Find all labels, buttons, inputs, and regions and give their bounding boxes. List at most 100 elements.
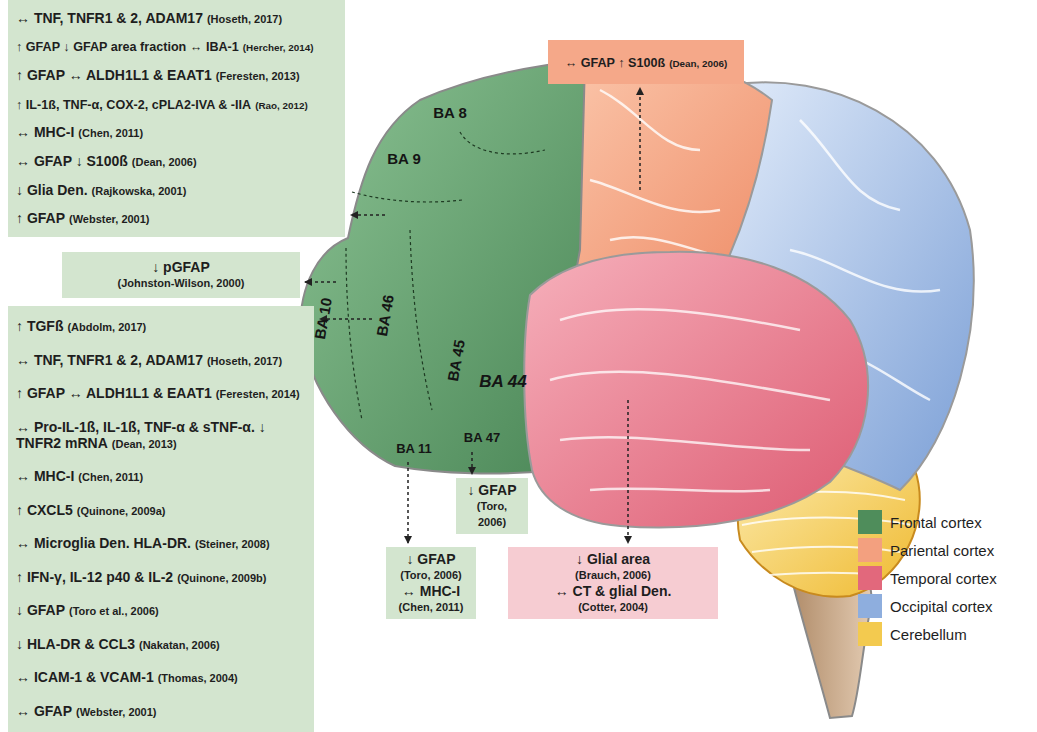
citation: (Toro, 2006) [464,498,520,530]
finding-text: ↓ GFAP [406,551,455,567]
finding-text: ↓ Glia Den. [16,182,88,198]
finding-text: ↔ TNF, TNFR1 & 2, ADAM17 [16,10,203,26]
finding-line: ↑ GFAP ↓ GFAP area fraction ↔ IBA-1 (Herc… [16,38,337,55]
finding-text: ↑ GFAP [16,210,65,226]
citation: (Feresten, 2014) [216,388,300,400]
legend-text: Cerebellum [890,626,967,643]
finding-line: ↑ GFAP ↔ ALDH1L1 & EAAT1 (Feresten, 2013) [16,67,337,84]
finding-line: ↔ TNF, TNFR1 & 2, ADAM17 (Hoseth, 2017) [16,10,337,27]
finding-line: ↔ Pro-IL-1ß, IL-1ß, TNF-α & sTNF-α. ↓ TN… [16,419,306,452]
legend-text: Occipital cortex [890,598,993,615]
legend-row: Cerebellum [858,620,997,648]
citation: (Dean, 2013) [112,438,177,450]
citation: (Rao, 2012) [255,100,308,111]
finding-line: ↔ ICAM-1 & VCAM-1 (Thomas, 2004) [16,669,306,686]
citation: (Thomas, 2004) [158,672,238,684]
finding-text: ↔ Microglia Den. HLA-DR. [16,535,191,551]
finding-line: ↔ MHC-I (Chen, 2011) [16,124,337,141]
finding-text: ↔ GFAP [16,703,72,719]
finding-text: ↑ GFAP ↓ GFAP area fraction ↔ IBA-1 [16,40,239,54]
area-label: BA 11 [396,440,432,457]
finding-text: ↔ MHC-I [16,468,74,484]
legend-swatch [858,510,882,534]
finding-box: ↔ TNF, TNFR1 & 2, ADAM17 (Hoseth, 2017) ↑ … [8,0,345,237]
citation: (Brauch, 2006) [575,567,651,583]
finding-line: ↔ GFAP ↓ S100ß (Dean, 2006) [16,153,337,170]
legend-swatch [858,538,882,562]
citation: (Hoseth, 2017) [207,13,282,25]
citation: (Dean, 2006) [669,58,727,69]
legend-row: Pariental cortex [858,536,997,564]
citation: (Hoseth, 2017) [207,355,282,367]
citation: (Feresten, 2013) [216,70,300,82]
citation: (Cotter, 2004) [578,599,648,615]
finding-text: ↑ TGFß [16,318,63,334]
citation: (Rajkowska, 2001) [92,185,187,197]
finding-line: ↑ CXCL5 (Quinone, 2009a) [16,502,306,519]
citation: (Abdolm, 2017) [67,321,146,333]
citation: (Webster, 2001) [69,213,150,225]
finding-box: ↓ GFAP(Toro, 2006) [456,478,528,534]
finding-line: ↔ GFAP (Webster, 2001) [16,703,306,720]
finding-line: ↔ MHC-I (Chen, 2011) [16,468,306,485]
finding-text: ↔ MHC-I [16,124,74,140]
citation: (Dean, 2006) [132,156,197,168]
legend-text: Temporal cortex [890,570,997,587]
citation: (Chen, 2011) [78,127,143,139]
finding-line: ↔ Microglia Den. HLA-DR. (Steiner, 2008) [16,535,306,552]
finding-text: ↔ GFAP ↓ S100ß [16,153,128,169]
finding-box: ↑ TGFß (Abdolm, 2017) ↔ TNF, TNFR1 & 2, AD… [8,306,314,732]
citation: (Steiner, 2008) [195,538,270,550]
citation: (Quinone, 2009a) [77,505,166,517]
finding-text: ↔ GFAP ↑ S100ß [565,56,666,70]
finding-line: ↑ TGFß (Abdolm, 2017) [16,318,306,335]
legend: Frontal cortexPariental cortexTemporal c… [858,508,997,648]
area-label: BA 8 [433,104,467,121]
legend-swatch [858,622,882,646]
citation: (Quinone, 2009b) [177,572,266,584]
legend-row: Frontal cortex [858,508,997,536]
finding-text: ↔ TNF, TNFR1 & 2, ADAM17 [16,352,203,368]
finding-line: ↓ HLA-DR & CCL3(Nakatan, 2006) [16,636,306,653]
finding-box: ↓ Glial area(Brauch, 2006)↔ CT & glial D… [508,547,718,619]
legend-swatch [858,566,882,590]
legend-swatch [858,594,882,618]
finding-text: ↑ CXCL5 [16,502,73,518]
citation: (Johnston-Wilson, 2000) [117,275,244,291]
finding-line: ↔ GFAP ↑ S100ß(Dean, 2006) [556,54,736,71]
finding-text: ↑ IFN-γ, IL-12 p40 & IL-2 [16,569,173,585]
finding-text: ↓ pGFAP [152,259,210,275]
area-label: BA 44 [479,373,527,390]
citation: (Nakatan, 2006) [139,639,220,651]
citation: (Webster, 2001) [76,706,157,718]
finding-box: ↔ GFAP ↑ S100ß(Dean, 2006) [548,40,744,84]
legend-row: Temporal cortex [858,564,997,592]
finding-text: ↔ ICAM-1 & VCAM-1 [16,669,154,685]
legend-row: Occipital cortex [858,592,997,620]
finding-text: ↓ GFAP [16,602,65,618]
finding-line: ↑ GFAP ↔ ALDH1L1 & EAAT1 (Feresten, 2014) [16,385,306,402]
citation: (Chen, 2011) [399,599,464,615]
finding-line: ↑ IFN-γ, IL-12 p40 & IL-2 (Quinone, 2009b… [16,569,306,586]
citation: (Toro, 2006) [400,567,462,583]
finding-text: ↑ GFAP ↔ ALDH1L1 & EAAT1 [16,385,212,401]
citation: (Hercher, 2014) [243,42,314,53]
legend-text: Pariental cortex [890,542,994,559]
finding-text: ↓ GFAP [467,482,516,498]
finding-text: ↓ Glial area [576,551,650,567]
finding-line: ↑ GFAP (Webster, 2001) [16,210,337,227]
finding-box: ↓ GFAP(Toro, 2006)↔ MHC-I(Chen, 2011) [386,547,476,619]
finding-line: ↓ GFAP (Toro et al., 2006) [16,602,306,619]
area-label: BA 9 [387,150,421,167]
finding-text: ↔ MHC-I [402,583,460,599]
citation: (Toro et al., 2006) [69,605,159,617]
finding-line: ↔ TNF, TNFR1 & 2, ADAM17 (Hoseth, 2017) [16,352,306,369]
finding-line: ↑ IL-1ß, TNF-α, COX-2, cPLA2-IVA & -IIA(… [16,96,337,113]
finding-box: ↓ pGFAP(Johnston-Wilson, 2000) [62,252,300,298]
citation: (Chen, 2011) [78,471,143,483]
area-label: BA 47 [464,429,500,446]
finding-text: ↑ GFAP ↔ ALDH1L1 & EAAT1 [16,67,212,83]
legend-text: Frontal cortex [890,514,982,531]
finding-line: ↓ Glia Den. (Rajkowska, 2001) [16,182,337,199]
finding-text: ↔ CT & glial Den. [555,583,672,599]
